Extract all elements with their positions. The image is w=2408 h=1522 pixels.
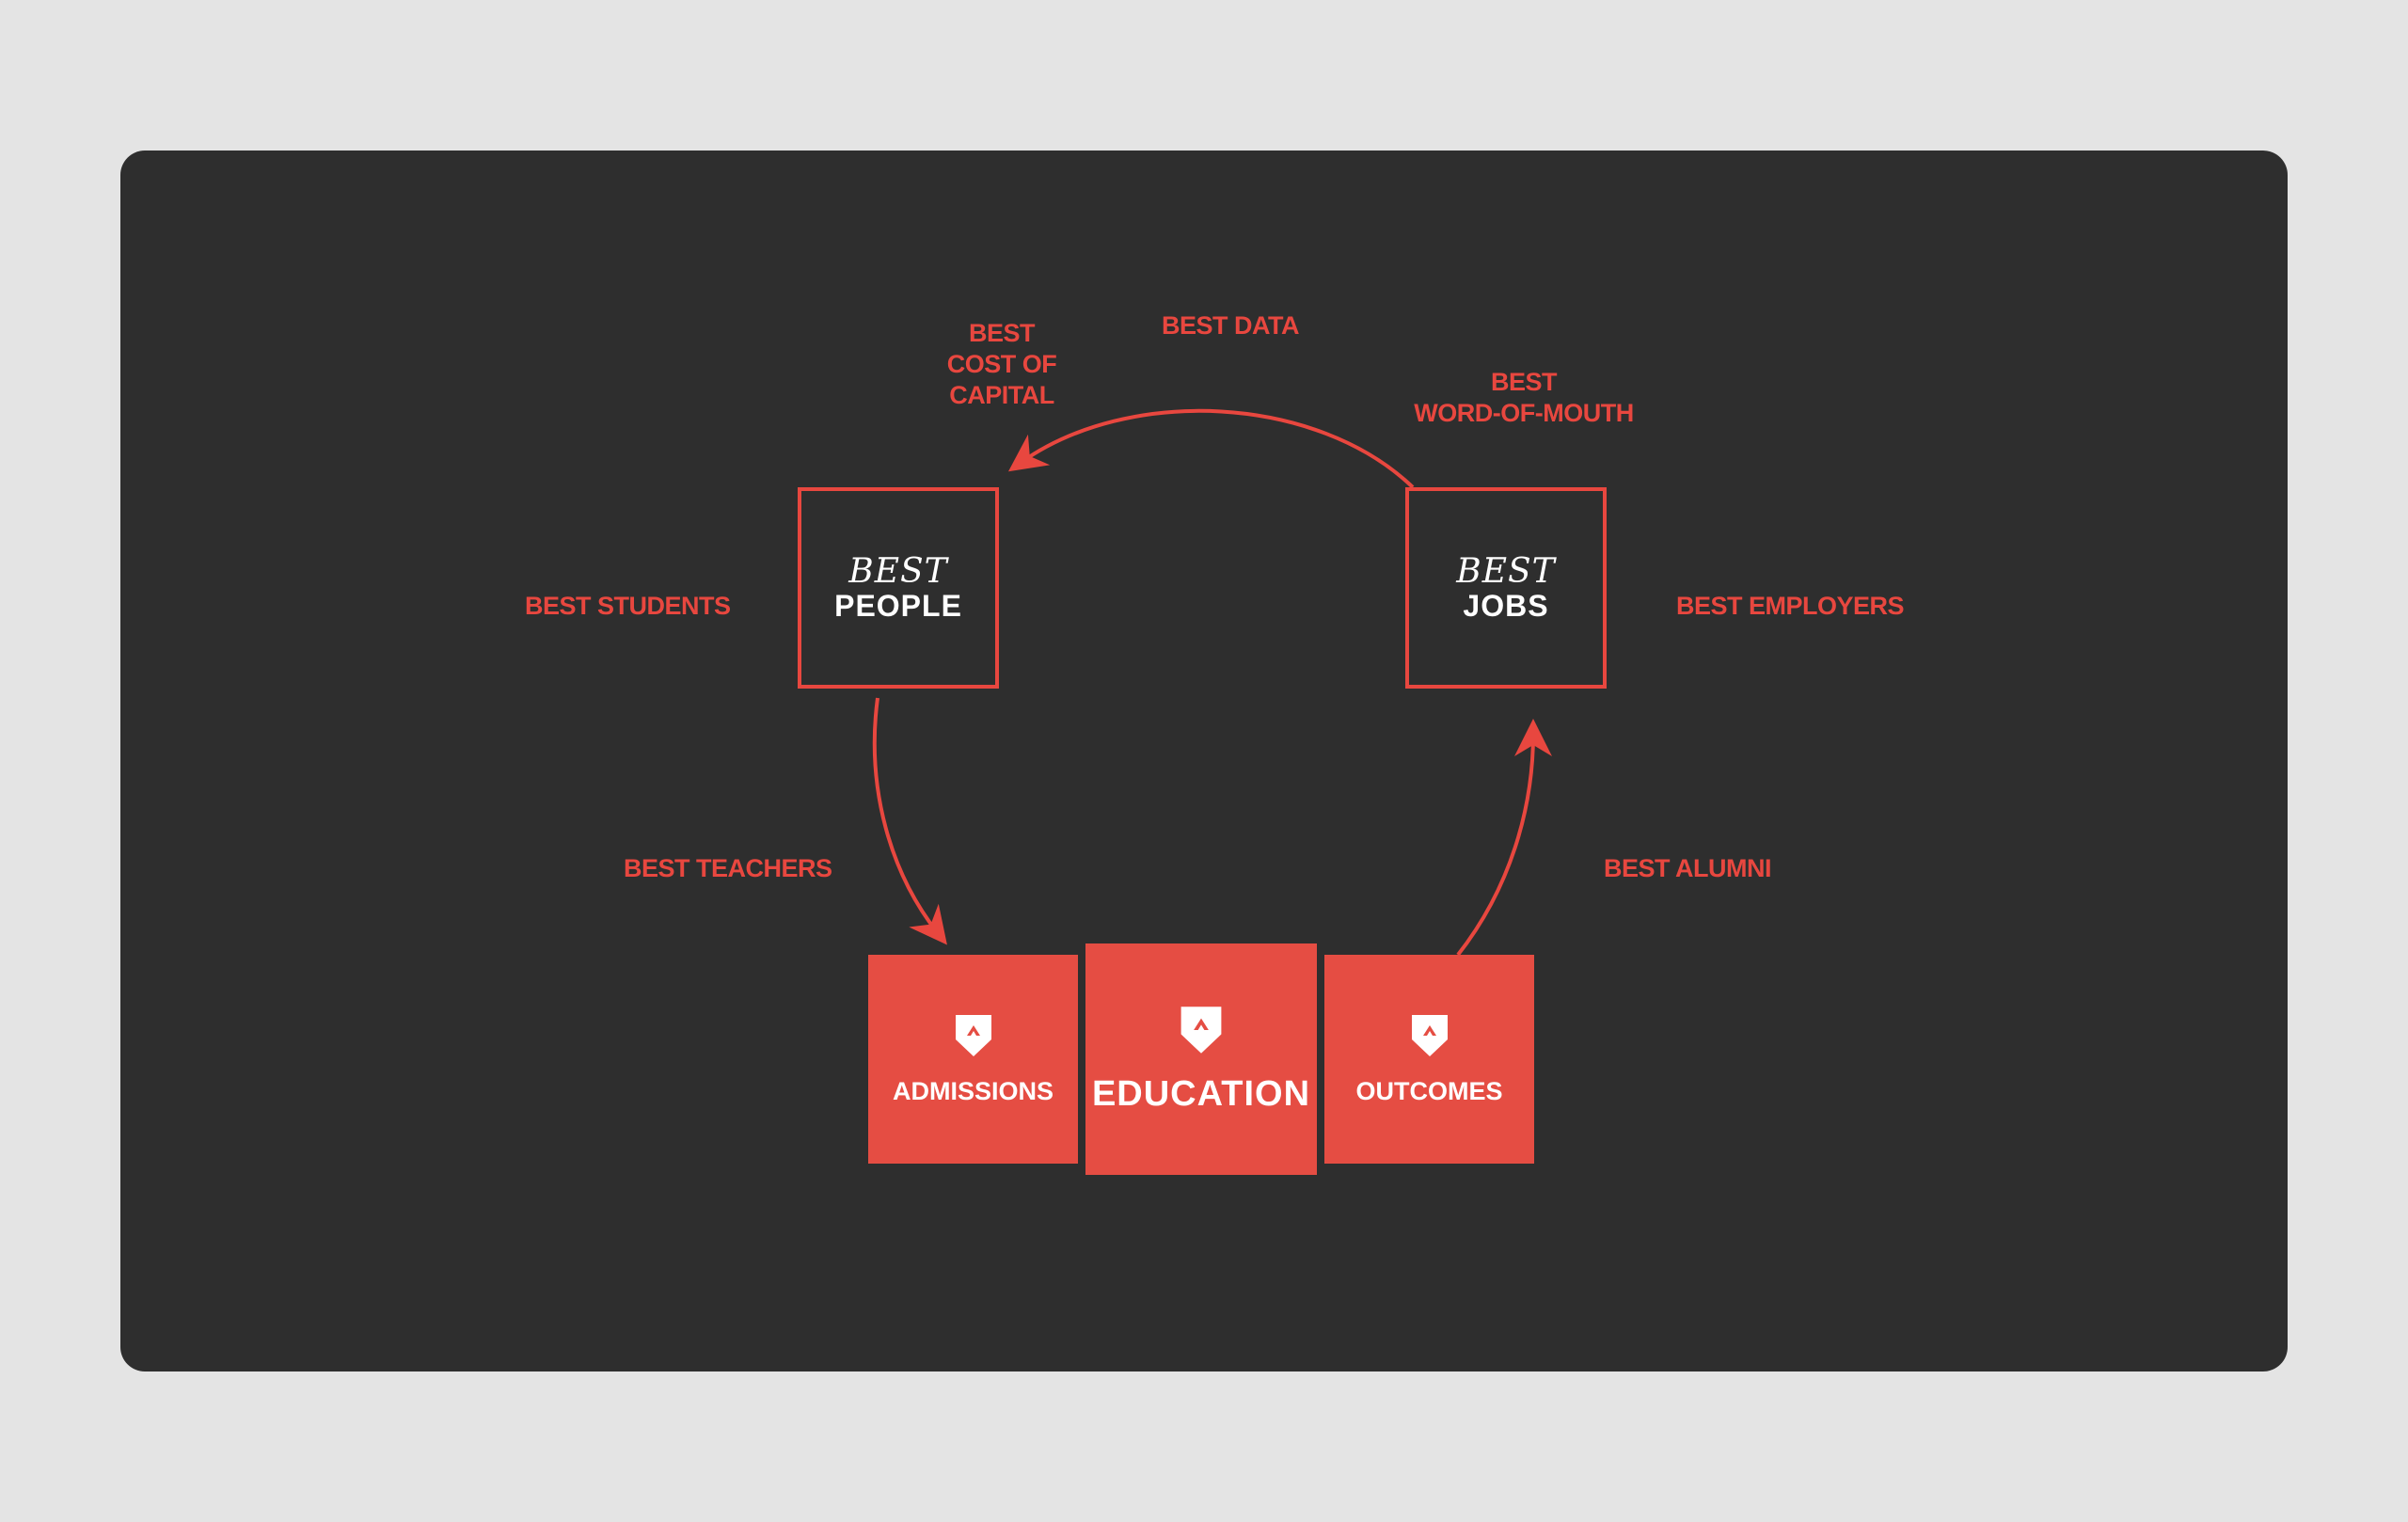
label-best-data: BEST DATA bbox=[1162, 311, 1300, 340]
label-best-teachers: BEST TEACHERS bbox=[624, 854, 832, 882]
node-sans-line: PEOPLE bbox=[834, 589, 962, 623]
label-line: COST OF bbox=[946, 350, 1057, 378]
label-best-students: BEST STUDENTS bbox=[525, 592, 731, 620]
node-serif-line: BEST bbox=[848, 552, 948, 591]
label-line: CAPITAL bbox=[949, 381, 1054, 409]
node-best-jobs: BEST JOBS bbox=[1405, 487, 1607, 689]
node-education: EDUCATION bbox=[1085, 943, 1317, 1175]
label-line: BEST bbox=[968, 319, 1036, 347]
node-caption: OUTCOMES bbox=[1355, 1076, 1503, 1105]
node-serif-line: BEST bbox=[1456, 552, 1556, 591]
label-best-cost-of-capital: BEST COST OF CAPITAL bbox=[941, 318, 1063, 411]
label-line: BEST bbox=[1490, 368, 1558, 396]
node-admissions: ADMISSIONS bbox=[868, 955, 1078, 1164]
label-best-word-of-mouth: BEST WORD-OF-MOUTH bbox=[1402, 367, 1646, 429]
shield-logo-icon bbox=[1411, 1014, 1448, 1056]
node-outcomes: OUTCOMES bbox=[1324, 955, 1534, 1164]
label-line: WORD-OF-MOUTH bbox=[1414, 399, 1634, 427]
shield-logo-icon bbox=[955, 1014, 991, 1056]
node-sans-line: JOBS bbox=[1463, 589, 1549, 623]
node-caption: ADMISSIONS bbox=[892, 1076, 1054, 1105]
label-best-alumni: BEST ALUMNI bbox=[1604, 854, 1772, 882]
node-caption: EDUCATION bbox=[1091, 1073, 1311, 1114]
label-best-employers: BEST EMPLOYERS bbox=[1676, 592, 1905, 620]
shield-logo-icon bbox=[1180, 1006, 1222, 1054]
node-best-people: BEST PEOPLE bbox=[798, 487, 999, 689]
